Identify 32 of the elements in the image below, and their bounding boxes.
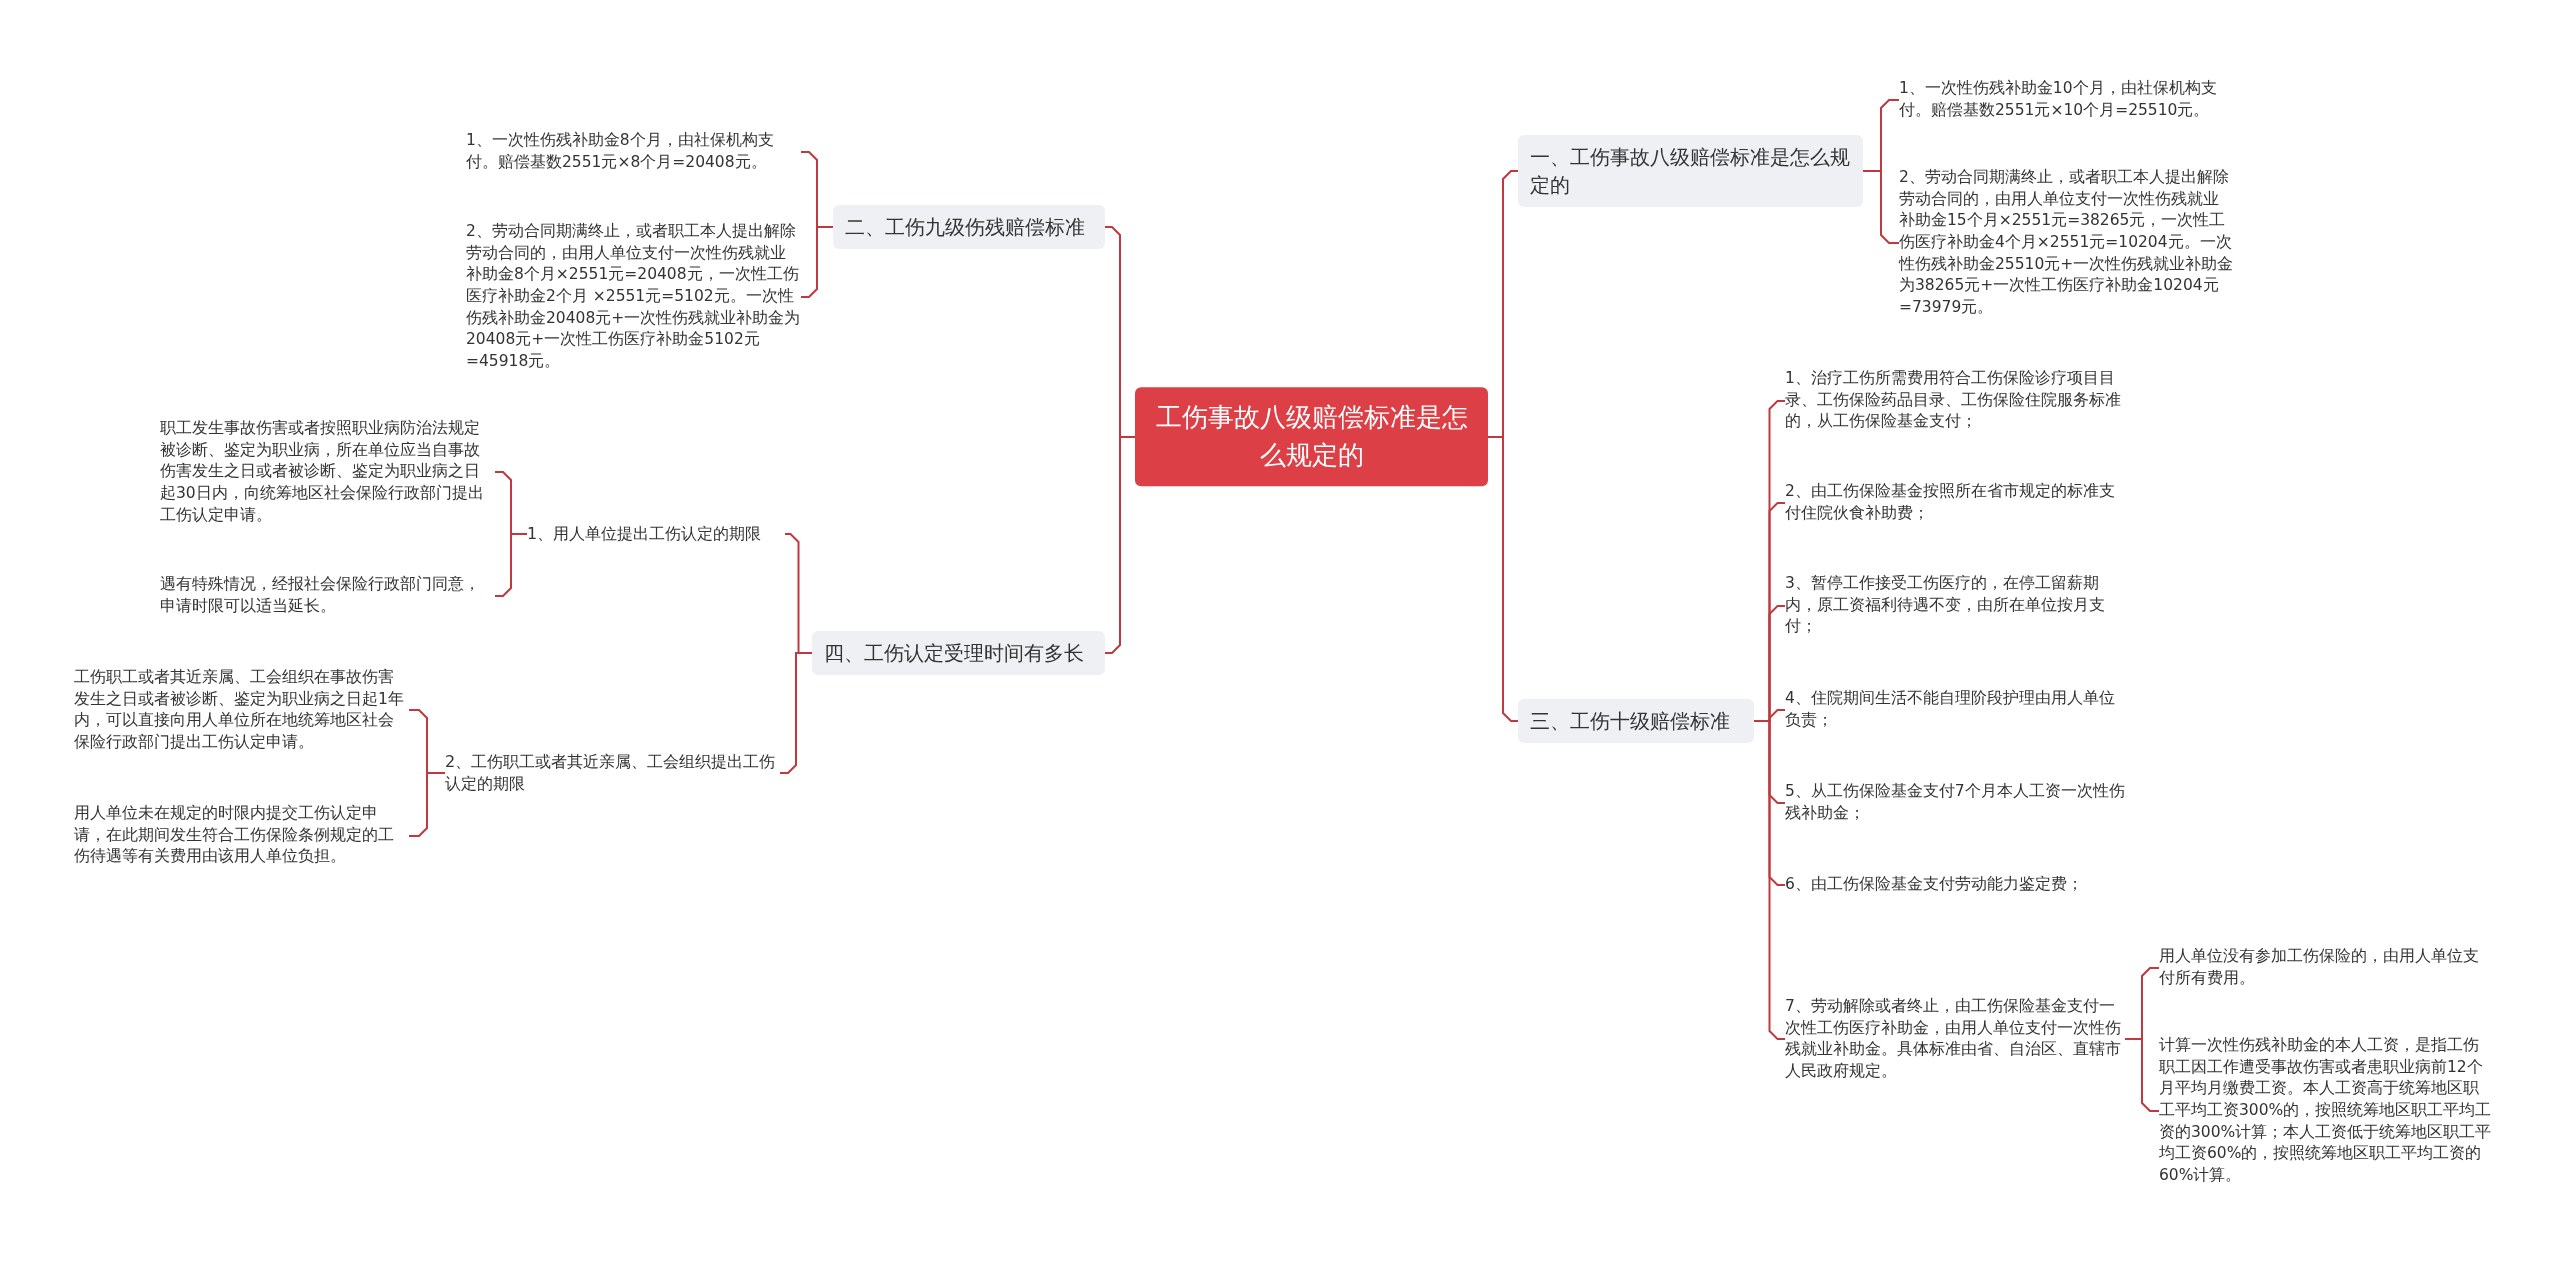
branch-topic: 三、工伤十级赔偿标准 [1518,699,1754,743]
note-text: 7、劳动解除或者终止，由工伤保险基金支付一次性工伤医疗补助金，由用人单位支付一次性伤残就业补助金。具体标准由省、自治区、直辖市人民政府规定。 [1785,995,2125,1083]
note-text: 6、由工伤保险基金支付劳动能力鉴定费； [1785,874,2125,896]
note-text: 1、一次性伤残补助金10个月，由社保机构支付。赔偿基数2551元×10个月=25510元。 [1899,78,2234,122]
note-text: 工伤职工或者其近亲属、工会组织在事故伤害发生之日或者被诊断、鉴定为职业病之日起1年内，可以直接向用人单位所在地统筹地区社会保险行政部门提出工伤认定申请。 [74,666,409,754]
note-text: 5、从工伤保险基金支付7个月本人工资一次性伤残补助金； [1785,781,2125,825]
note-text: 2、劳动合同期满终止，或者职工本人提出解除劳动合同的，由用人单位支付一次性伤残就业补助金15个月×2551元=38265元，一次性工伤医疗补助金4个月×2551元=10204元。一次性伤残补助金25510元+一次性伤残就业补助金为38265元+一次性工伤医疗补助金10204元=73979元。 [1899,167,2234,319]
note-text: 1、一次性伤残补助金8个月，由社保机构支付。赔偿基数2551元×8个月=20408元。 [466,130,801,174]
connector-line [1753,720,1786,1040]
branch-topic: 四、工伤认定受理时间有多长 [812,631,1105,675]
branch-topic: 二、工伤九级伤残赔偿标准 [833,205,1105,249]
connector-line [408,772,446,837]
subtopic-text: 2、工伤职工或者其近亲属、工会组织提出工伤认定的期限 [445,750,780,796]
connector-line [1487,436,1519,722]
note-text: 2、由工伤保险基金按照所在省市规定的标准支付住院伙食补助费； [1785,481,2125,525]
note-text: 2、劳动合同期满终止，或者职工本人提出解除劳动合同的，由用人单位支付一次性伤残就业补助金8个月×2551元=20408元，一次性工伤医疗补助金2个月 ×2551元=5102元。一次性伤残补助金20408元+一次性伤残就业补助金为20408元+一次性工伤医疗补助金5102元=45918元。 [466,221,801,373]
note-text: 4、住院期间生活不能自理阶段护理由用人单位负责； [1785,688,2125,732]
branch-topic: 一、工伤事故八级赔偿标准是怎么规定的 [1518,135,1863,207]
note-text: 职工发生事故伤害或者按照职业病防治法规定被诊断、鉴定为职业病，所在单位应当自事故伤害发生之日或者被诊断、鉴定为职业病之日起30日内，向统筹地区社会保险行政部门提出工伤认定申请。 [160,417,495,527]
connector-line [779,652,813,774]
connector-line [1862,170,1900,244]
subtopic-text: 1、用人单位提出工伤认定的期限 [527,522,785,546]
note-text: 用人单位没有参加工伤保险的，由用人单位支付所有费用。 [2159,946,2494,990]
central-topic: 工伤事故八级赔偿标准是怎么规定的 [1135,387,1488,487]
note-text: 3、暂停工作接受工伤医疗的，在停工留薪期内，原工资福利待遇不变，由所在单位按月支付； [1785,573,2125,639]
connector-line [1104,436,1136,654]
connector-line [800,226,834,298]
note-text: 遇有特殊情况，经报社会保险行政部门同意，申请时限可以适当延长。 [160,574,495,618]
note-text: 计算一次性伤残补助金的本人工资，是指工伤职工因工作遭受事故伤害或者患职业病前12个月平均月缴费工资。本人工资高于统筹地区职工平均工资300%的，按照统筹地区职工平均工资的300%计算；本人工资低于统筹地区职工平均工资60%的，按照统筹地区职工平均工资的60%计算。 [2159,1035,2494,1187]
note-text: 用人单位未在规定的时限内提交工伤认定申请，在此期间发生符合工伤保险条例规定的工伤待遇等有关费用由该用人单位负担。 [74,803,409,869]
note-text: 1、治疗工伤所需费用符合工伤保险诊疗项目目录、工伤保险药品目录、工伤保险住院服务标准的，从工伤保险基金支付； [1785,368,2125,434]
connector-line [494,533,528,597]
